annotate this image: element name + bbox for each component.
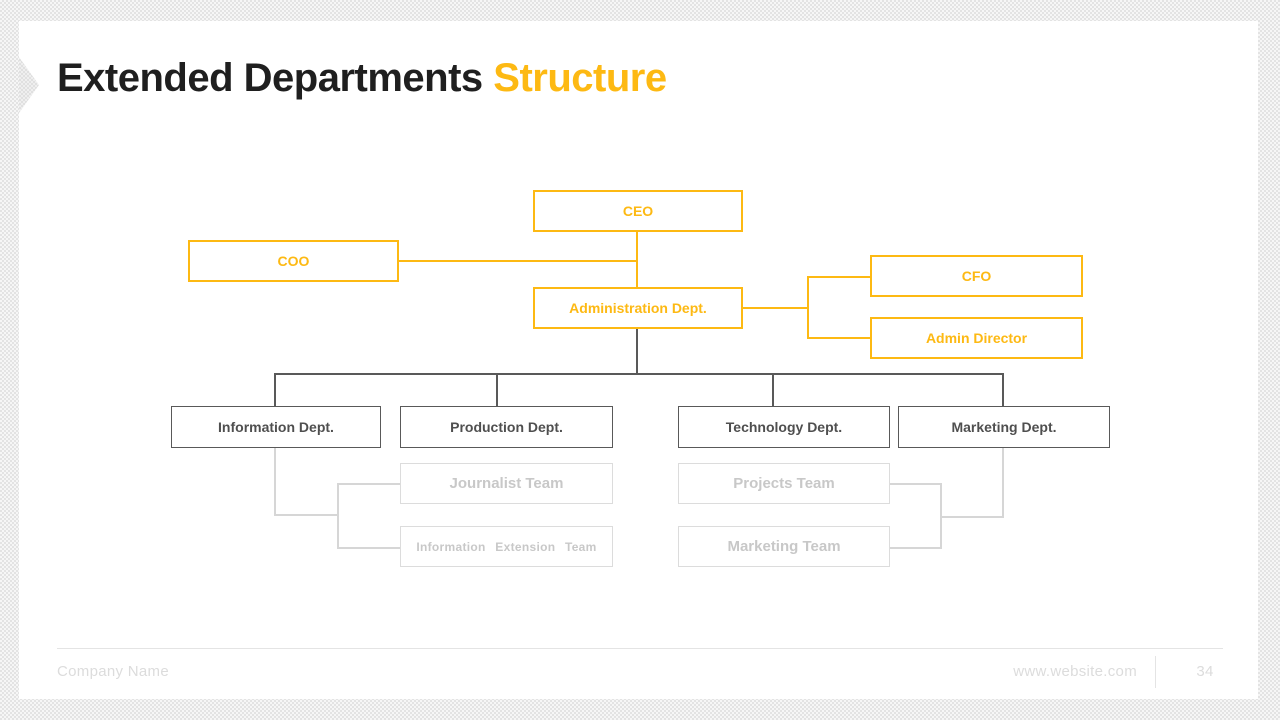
node-marketing-dept: Marketing Dept. <box>898 406 1110 448</box>
slide-title-main: Extended Departments <box>57 56 483 100</box>
connector-line <box>940 483 942 549</box>
slide-title-accent: Structure <box>493 56 667 100</box>
connector-line <box>399 260 638 262</box>
node-coo: COO <box>188 240 399 282</box>
connector-line <box>1002 375 1004 407</box>
connector-line <box>274 373 1004 375</box>
connector-line <box>496 375 498 407</box>
connector-line <box>276 514 339 516</box>
connector-line <box>807 276 809 339</box>
footer-divider <box>57 648 1223 649</box>
node-administration-dept: Administration Dept. <box>533 287 743 329</box>
node-projects-team: Projects Team <box>678 463 890 504</box>
connector-line <box>339 547 400 549</box>
slide-title: Extended Departments Structure <box>57 56 667 101</box>
connector-line <box>809 337 870 339</box>
footer-vertical-divider <box>1155 656 1156 688</box>
node-journalist-team: Journalist Team <box>400 463 613 504</box>
node-information-dept: Information Dept. <box>171 406 381 448</box>
node-admin-director: Admin Director <box>870 317 1083 359</box>
connector-line <box>337 483 339 549</box>
node-cfo: CFO <box>870 255 1083 297</box>
node-information-extension-team: Information Extension Team <box>400 526 613 567</box>
slide-canvas <box>19 21 1258 699</box>
connector-line <box>941 516 1004 518</box>
connector-line <box>274 375 276 407</box>
footer-company-name: Company Name <box>57 663 169 680</box>
connector-line <box>743 307 809 309</box>
connector-line <box>890 547 940 549</box>
connector-line <box>890 483 940 485</box>
connector-line <box>809 276 870 278</box>
connector-line <box>339 483 400 485</box>
connector-line <box>274 448 276 516</box>
connector-line <box>1002 448 1004 518</box>
footer-page-number: 34 <box>1196 663 1214 680</box>
node-production-dept: Production Dept. <box>400 406 613 448</box>
node-ceo: CEO <box>533 190 743 232</box>
footer-website-url: www.website.com <box>1013 663 1137 680</box>
node-technology-dept: Technology Dept. <box>678 406 890 448</box>
node-marketing-team: Marketing Team <box>678 526 890 567</box>
connector-line <box>636 329 638 375</box>
connector-line <box>772 375 774 407</box>
